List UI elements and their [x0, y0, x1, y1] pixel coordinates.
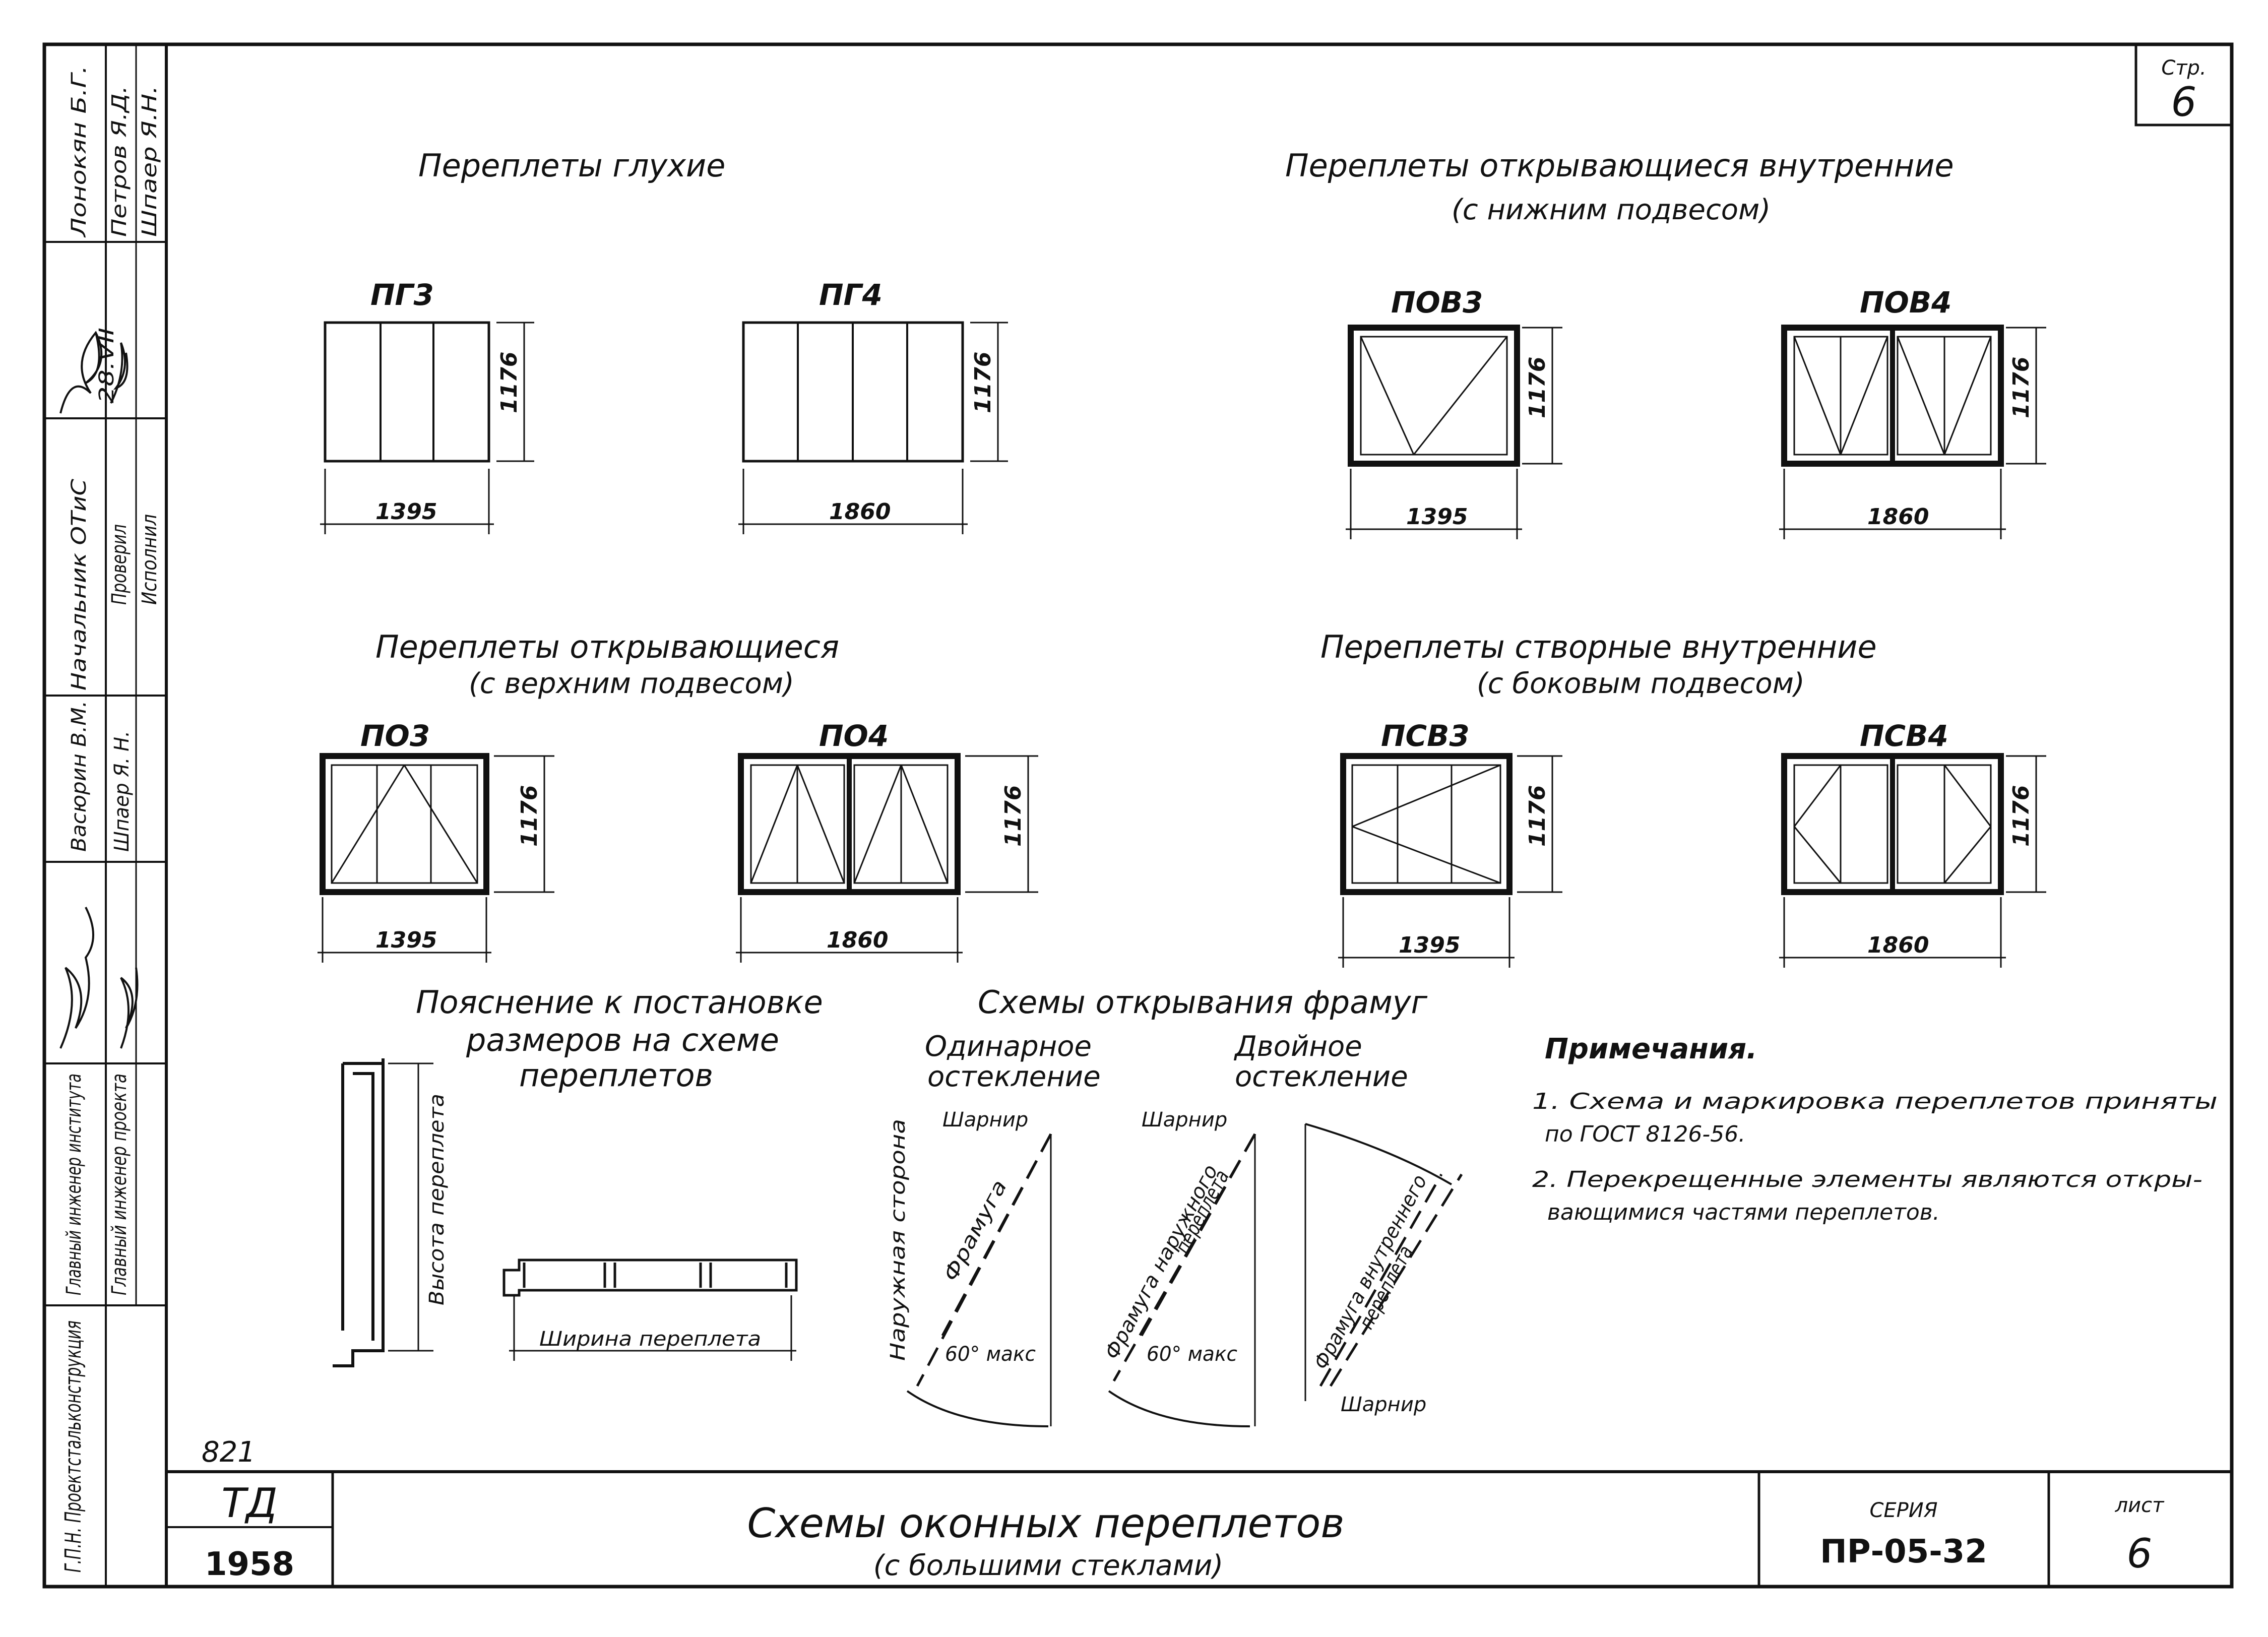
explanation-section: Пояснение к постановке размеров на схеме… — [333, 984, 823, 1367]
sidebar-role-chief-project: Главный инженер проекта — [108, 1074, 131, 1295]
window-mark: ПОВ3 — [1391, 285, 1483, 320]
explanation-line-1: Пояснение к постановке — [416, 984, 823, 1021]
single-angle: 60° макс — [945, 1343, 1036, 1366]
sidebar-name-lonokyan: Лонокян Б.Г. — [68, 66, 91, 238]
window-mark: ПОВ4 — [1860, 285, 1951, 320]
notes: Примечания. 1. Схема и маркировка перепл… — [1532, 1033, 2218, 1225]
window-width: 1395 — [1406, 504, 1468, 530]
signature-3 — [59, 907, 94, 1049]
window-width: 1860 — [829, 499, 891, 525]
opening-schemes: Схемы открывания фрамуг Одинарное остекл… — [887, 984, 1463, 1427]
title-side-hung: Переплеты створные внутренние — [1320, 628, 1877, 665]
stamp-title: Схемы оконных переплетов — [747, 1500, 1345, 1547]
explanation-line-3: переплетов — [519, 1057, 713, 1094]
subtitle-top-hung: (с верхним подвесом) — [469, 667, 794, 700]
subtitle-inner-bottom: (с нижним подвесом) — [1452, 194, 1771, 226]
sidebar-name-shpaer2: Шпаер Я.Н. — [138, 86, 161, 237]
title-block: ТД 1958 Схемы оконных переплетов (с боль… — [166, 1470, 2232, 1587]
window-height: 1176 — [496, 352, 522, 413]
window-height: 1176 — [1525, 785, 1550, 847]
window-psv3: ПСВ3 1395 1176 — [1338, 719, 1562, 968]
sidebar-name-vasyurin: Васюрин В.М. — [68, 701, 91, 852]
window-pov3: ПОВ3 1395 1176 — [1346, 285, 1562, 539]
window-width: 1860 — [827, 927, 888, 953]
window-height: 1176 — [2008, 357, 2034, 418]
double-hinge: Шарнир — [1142, 1108, 1227, 1131]
sidebar-role-head-otis: Начальник ОТиС — [68, 479, 91, 690]
window-po3: ПО3 1395 1176 — [318, 719, 554, 963]
stamp-sheet: 6 — [2127, 1530, 2153, 1577]
title-top-hung: Переплеты открывающиеся — [375, 628, 839, 665]
signature-2 — [110, 342, 129, 404]
sidebar-role-executed: Исполнил — [138, 514, 161, 605]
title-blind: Переплеты глухие — [418, 147, 725, 184]
stamp-year: 1958 — [205, 1546, 294, 1583]
width-label: Ширина переплета — [539, 1328, 761, 1351]
double-inner-1: Фрамуга внутреннего — [1309, 1171, 1431, 1373]
stamp-org: ТД — [221, 1480, 277, 1527]
window-height: 1176 — [1000, 785, 1026, 847]
subtitle-side-hung: (с боковым подвесом) — [1477, 667, 1805, 700]
window-width: 1395 — [375, 927, 437, 953]
sidebar-name-petrov: Петров Я.Д. — [108, 86, 131, 237]
window-mark: ПО4 — [819, 719, 889, 753]
double-title-1: Двойное — [1233, 1030, 1362, 1063]
stamp-subtitle: (с большими стеклами) — [873, 1549, 1223, 1582]
window-width: 1395 — [1399, 932, 1460, 958]
page-number-box: Стр. 6 — [2134, 43, 2233, 127]
sidebar-role-checked: Проверил — [108, 524, 131, 605]
window-width: 1860 — [1867, 504, 1929, 530]
window-pg3: ПГ3 1395 1176 — [320, 278, 534, 534]
opening-title: Схемы открывания фрамуг — [978, 984, 1428, 1021]
window-pg4: ПГ4 1860 1176 — [738, 278, 1008, 534]
window-width: 1395 — [375, 499, 437, 525]
explanation-line-2: размеров на схеме — [466, 1022, 779, 1058]
stamp-sheet-label: лист — [2115, 1494, 2165, 1517]
window-mark: ПСВ4 — [1860, 719, 1948, 753]
double-title-2: остекление — [1235, 1060, 1408, 1093]
window-psv4: ПСВ4 1860 1176 — [1779, 719, 2046, 968]
window-mark: ПО3 — [360, 719, 430, 753]
sidebar-number: 821 — [202, 1436, 256, 1469]
window-width: 1860 — [1867, 932, 1929, 958]
signature-4 — [120, 967, 139, 1049]
page-number-label: Стр. — [2161, 56, 2206, 80]
double-angle: 60° макс — [1147, 1343, 1237, 1366]
sheet-frame — [42, 42, 2234, 1589]
height-label: Высота переплета — [425, 1094, 449, 1305]
stamp-series: ПР-05-32 — [1820, 1533, 1987, 1570]
horizontal-section — [502, 1258, 798, 1297]
window-mark: ПГ4 — [819, 278, 883, 312]
window-po4: ПО4 1860 1176 — [736, 719, 1038, 963]
window-pov4: ПОВ4 1860 1176 — [1779, 285, 2046, 539]
note-line-2: по ГОСТ 8126-56. — [1545, 1121, 1745, 1147]
sidebar-org: Г.П.Н. Проектстальконструкция — [60, 1320, 86, 1572]
double-hinge-2: Шарнир — [1341, 1393, 1426, 1416]
single-title-2: остекление — [927, 1060, 1101, 1093]
sidebar-stamp: Г.П.Н. Проектстальконструкция Главный ин… — [44, 44, 166, 1587]
window-height: 1176 — [517, 785, 542, 847]
note-line-3: 2. Перекрещенные элементы являются откры… — [1532, 1167, 2202, 1192]
window-height: 1176 — [970, 352, 996, 413]
window-mark: ПГ3 — [370, 278, 434, 312]
single-side: Наружная сторона — [887, 1119, 910, 1361]
signature-1 — [59, 331, 103, 414]
title-inner-bottom: Переплеты открывающиеся внутренние — [1285, 147, 1954, 184]
notes-title: Примечания. — [1545, 1033, 1757, 1065]
single-title-1: Одинарное — [925, 1030, 1092, 1063]
vertical-section — [333, 1058, 385, 1367]
single-hinge: Шарнир — [942, 1108, 1028, 1131]
window-height: 1176 — [1525, 357, 1550, 418]
window-mark: ПСВ3 — [1381, 719, 1470, 753]
page-number-value: 6 — [2171, 79, 2197, 125]
note-line-1: 1. Схема и маркировка переплетов приняты — [1532, 1089, 2218, 1114]
sidebar-name-shpaer: Шпаер Я. Н. — [110, 731, 134, 852]
stamp-series-label: СЕРИЯ — [1869, 1499, 1937, 1522]
sidebar-role-chief-institute: Главный инженер института — [62, 1074, 86, 1295]
window-height: 1176 — [2008, 785, 2034, 847]
note-line-4: вающимися частями переплетов. — [1547, 1200, 1940, 1225]
